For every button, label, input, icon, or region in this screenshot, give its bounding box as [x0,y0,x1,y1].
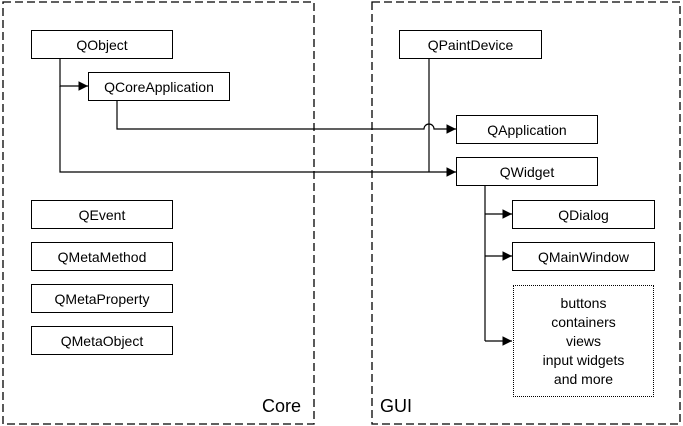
edge-qcoreapplication-qapplication [116,100,456,134]
node-more-widgets: buttons containers views input widgets a… [513,285,654,397]
node-qcoreapplication: QCoreApplication [88,72,230,101]
node-qapplication: QApplication [456,115,598,144]
edge-qobject-qwidget [59,86,456,177]
node-qmainwindow: QMainWindow [512,242,655,271]
more-widgets-item: buttons [560,294,607,311]
core-region-frame [2,1,315,425]
core-region-label: Core [262,396,302,416]
more-widgets-item: containers [551,313,616,330]
more-widgets-item: input widgets [542,351,625,368]
gui-region-frame [371,1,681,425]
edge-qobject-qcoreapplication [59,58,88,91]
node-qdialog: QDialog [512,200,655,229]
node-qmetaobject: QMetaObject [31,326,173,355]
more-widgets-item: and more [553,370,614,387]
gui-region-label: GUI [380,396,413,416]
node-qmetamethod: QMetaMethod [31,242,173,271]
node-qevent: QEvent [31,200,173,229]
more-widgets-item: views [565,332,601,349]
node-qpaintdevice: QPaintDevice [399,30,542,59]
node-qmetaproperty: QMetaProperty [31,284,173,313]
node-qwidget: QWidget [456,157,598,186]
node-qobject: QObject [31,30,173,59]
